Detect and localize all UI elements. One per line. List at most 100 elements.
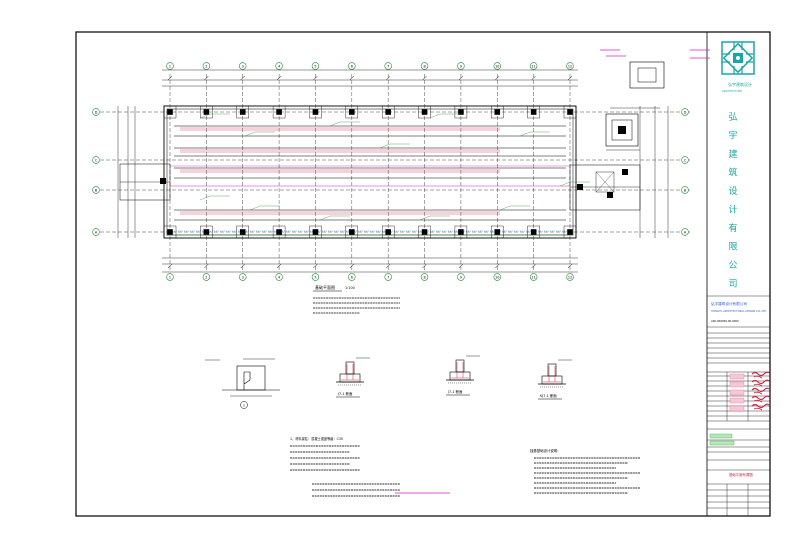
signature-mark [753, 391, 763, 395]
footing [418, 105, 431, 119]
column [203, 109, 210, 115]
role-cell [729, 389, 745, 396]
grid-label: 7 [387, 65, 389, 69]
leader [199, 113, 211, 119]
grid-bubble [681, 156, 689, 164]
leader [319, 215, 331, 221]
grid-bubble [275, 273, 283, 281]
column [577, 184, 583, 190]
grid-label: 5 [314, 65, 316, 69]
column [203, 229, 210, 235]
detail-label: 1 [243, 403, 245, 407]
column [622, 169, 628, 175]
grid-bubble [457, 62, 465, 70]
grid-bubble [681, 228, 689, 236]
company-name-char: 司 [728, 279, 737, 290]
detail-bubble [240, 401, 248, 409]
grid-label: 12 [568, 65, 572, 69]
footing [236, 225, 249, 239]
footing [527, 225, 540, 239]
grid-bubble [681, 108, 689, 116]
grid-label: 8 [423, 276, 425, 280]
notes-left-title: 1、材料梁柱：混凝土强度等级：C30 [290, 436, 343, 441]
plan-notes [313, 297, 400, 314]
pit [595, 171, 615, 193]
footing [381, 225, 395, 239]
section-label: J7-1 断面 [337, 391, 353, 396]
column [385, 229, 391, 235]
detail-box [629, 61, 665, 89]
company-logo [721, 41, 755, 75]
approval-stamp [709, 433, 733, 439]
column [421, 229, 428, 235]
footing [309, 105, 322, 119]
role-cell [729, 381, 745, 388]
grid-bubble [566, 62, 574, 70]
grid-bubble [239, 273, 247, 281]
leader [249, 205, 261, 211]
signature-mark [751, 371, 770, 377]
grid-label: 10 [495, 65, 499, 69]
certificate-number: A00-000000-00-0000 [711, 319, 739, 323]
footing [454, 225, 468, 239]
grid-bubble [493, 273, 501, 281]
signature-mark [751, 403, 770, 409]
grid-label: 12 [568, 276, 572, 280]
footing [381, 105, 395, 119]
leader [559, 181, 571, 187]
grid-label: D [684, 110, 687, 114]
footing [454, 105, 468, 119]
footing [491, 225, 504, 239]
column [160, 178, 166, 184]
grid-label: 3 [242, 65, 244, 69]
footing [563, 225, 577, 239]
leader [429, 113, 441, 119]
grid-bubble [92, 108, 100, 116]
column-detail [600, 49, 710, 151]
column [276, 229, 282, 235]
leader [379, 143, 391, 149]
signature-mark [753, 399, 763, 403]
signature-mark [753, 375, 763, 379]
role-cell [729, 373, 745, 380]
leader [244, 131, 256, 137]
column [349, 109, 355, 115]
grid-bubble [529, 62, 538, 70]
plan-scale: 1:100 [345, 286, 355, 290]
grid-bubble [166, 273, 174, 281]
column [607, 192, 613, 198]
signature-mark [751, 395, 770, 401]
leader [199, 195, 211, 201]
grid-label: C [684, 158, 687, 162]
column [239, 109, 246, 115]
leader [419, 215, 431, 221]
footing [563, 105, 577, 119]
footing [345, 105, 359, 119]
leader [329, 121, 341, 127]
column [276, 109, 282, 115]
logo-caption-en: ARCHITECTURE [722, 89, 742, 93]
section-label: J7-1 断面 [447, 389, 463, 394]
footing [163, 105, 177, 119]
column [349, 229, 355, 235]
grid-label: 3 [242, 276, 244, 280]
grid-label: 1 [169, 65, 171, 69]
grid-label: 4 [278, 276, 280, 280]
grid-label: D [95, 110, 98, 114]
column [567, 109, 573, 115]
column [494, 229, 501, 235]
signature-mark [751, 379, 770, 385]
grid-label: 11 [531, 65, 535, 69]
grid-label: B [684, 188, 687, 192]
footing [309, 225, 322, 239]
footing [236, 105, 249, 119]
grid-label: 6 [351, 276, 353, 280]
column [167, 109, 173, 115]
column [421, 109, 428, 115]
grid-bubble [239, 62, 247, 70]
company-name-en: HONGYU ARCHITECTURAL DESIGN CO.,LTD [711, 309, 766, 313]
grid-bubble [348, 273, 356, 281]
grid-label: C [95, 158, 98, 162]
